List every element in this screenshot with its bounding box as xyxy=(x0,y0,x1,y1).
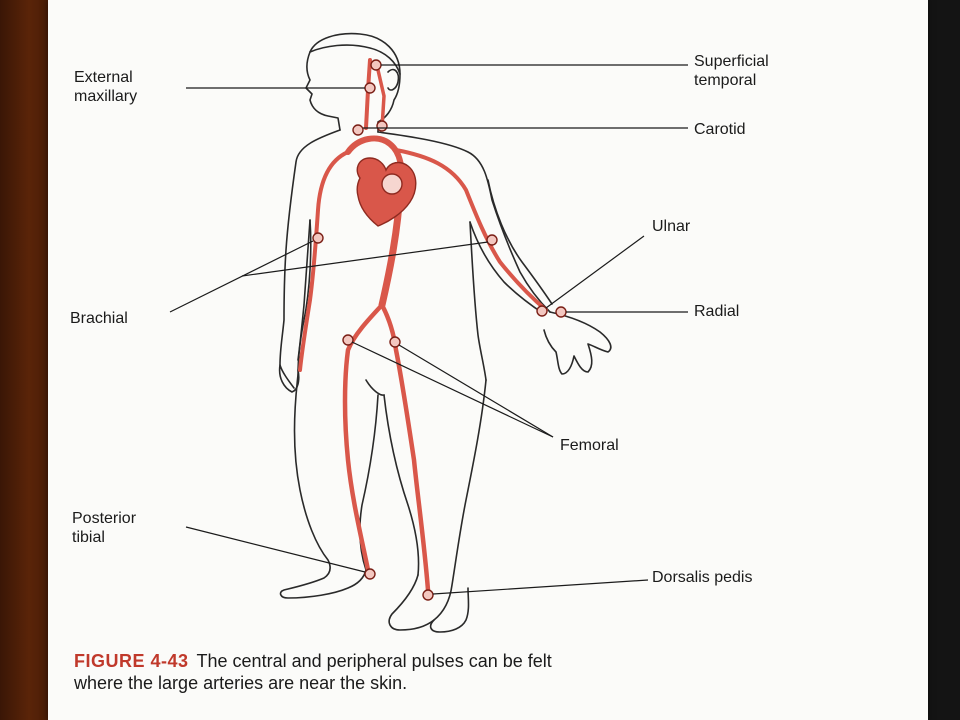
artery-left-arm xyxy=(298,150,350,372)
slide-right-border xyxy=(928,0,960,720)
leader-posterior-tibial xyxy=(185,526,366,573)
leader-femoral-1 xyxy=(351,341,554,438)
crotch xyxy=(365,379,385,396)
waist-left xyxy=(297,219,312,376)
artery-femoral-left xyxy=(342,302,385,573)
marker-femoral-right xyxy=(389,336,401,348)
right-arm-inner xyxy=(469,221,545,315)
heart xyxy=(356,157,417,227)
label-radial: Radial xyxy=(694,303,740,320)
figure-page: Superficial temporal External maxillary … xyxy=(48,0,928,720)
left-leg-outer xyxy=(279,374,367,599)
ear-outline xyxy=(387,68,400,91)
left-hand xyxy=(278,364,300,393)
leader-brachial-1 xyxy=(169,240,314,313)
label-brachial: Brachial xyxy=(70,310,128,327)
label-superficial-temporal-line1: Superficial xyxy=(694,53,769,70)
label-posterior-tibial: Posterior tibial xyxy=(72,509,136,547)
label-external-maxillary-line1: External xyxy=(74,69,133,86)
marker-dorsalis-pedis xyxy=(422,589,434,601)
label-external-maxillary-line2: maxillary xyxy=(74,88,138,105)
caption-line1: FIGURE 4-43 The central and peripheral pu… xyxy=(74,650,894,672)
label-femoral: Femoral xyxy=(560,437,619,454)
marker-ulnar xyxy=(536,305,548,317)
caption-text-line2: where the large arteries are near the sk… xyxy=(74,673,408,693)
anatomy-figure xyxy=(169,32,688,633)
marker-carotid-right xyxy=(376,120,388,132)
waist-right xyxy=(469,221,487,381)
leader-ulnar xyxy=(545,235,645,309)
label-posterior-tibial-line1: Posterior xyxy=(72,510,137,527)
right-hand xyxy=(543,311,612,375)
heart-highlight xyxy=(381,173,403,195)
label-carotid: Carotid xyxy=(694,121,746,138)
caption-text-line1: The central and peripheral pulses can be… xyxy=(196,651,552,671)
marker-femoral-left xyxy=(342,334,354,346)
artery-femoral-right xyxy=(379,302,431,593)
label-superficial-temporal-line2: temporal xyxy=(694,72,757,89)
leader-dorsalis-pedis xyxy=(432,579,649,595)
leader-brachial-2 xyxy=(241,241,489,277)
right-foot xyxy=(388,574,435,631)
label-superficial-temporal: Superficial temporal xyxy=(694,52,769,90)
figure-caption: FIGURE 4-43 The central and peripheral pu… xyxy=(74,650,894,694)
label-posterior-tibial-line2: tibial xyxy=(72,529,105,546)
slide-left-border xyxy=(0,0,48,720)
artery-carotid-right xyxy=(376,68,386,130)
label-external-maxillary: External maxillary xyxy=(74,68,137,106)
left-leg-inner xyxy=(359,394,379,571)
artery-carotid-left xyxy=(364,58,372,130)
label-ulnar: Ulnar xyxy=(652,218,691,235)
marker-brachial-right xyxy=(486,234,498,246)
marker-radial xyxy=(555,306,567,318)
pulse-markers xyxy=(312,59,567,601)
marker-external-maxillary xyxy=(364,82,376,94)
right-leg-outer xyxy=(429,379,487,633)
marker-posterior-tibial xyxy=(364,568,376,580)
label-dorsalis-pedis: Dorsalis pedis xyxy=(652,569,753,586)
artery-right-arm xyxy=(394,148,548,312)
torso-right xyxy=(377,131,551,313)
marker-brachial-left xyxy=(312,232,324,244)
hair-outline xyxy=(309,44,401,75)
right-arm-outer xyxy=(487,179,553,305)
leader-lines xyxy=(169,64,688,595)
marker-carotid-left xyxy=(352,124,364,136)
figure-number: FIGURE 4-43 xyxy=(74,651,189,671)
marker-superficial-temporal xyxy=(370,59,382,71)
right-leg-inner xyxy=(383,394,420,576)
body-outline xyxy=(278,32,612,633)
leader-femoral-2 xyxy=(398,344,554,438)
